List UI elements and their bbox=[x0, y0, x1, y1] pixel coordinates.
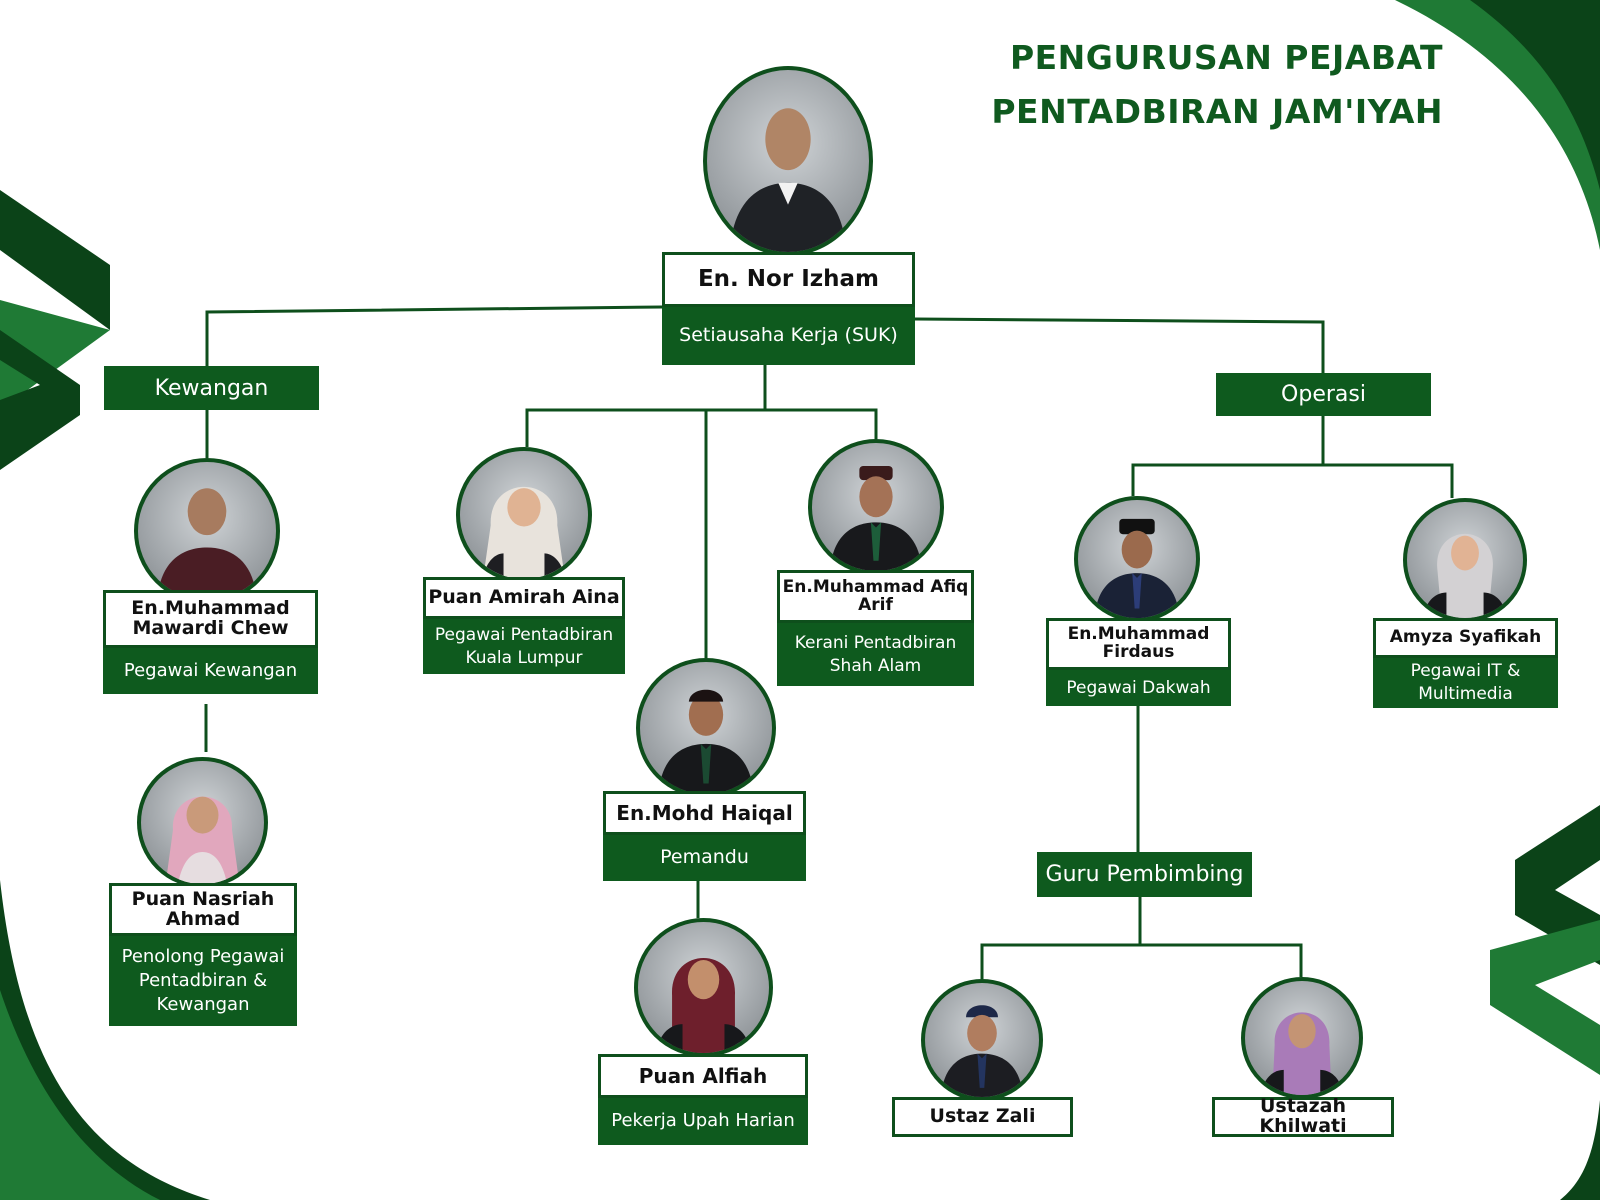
page-title-line-2: PENTADBIRAN JAM'IYAH bbox=[991, 92, 1443, 131]
name-khilwati: Ustazah Khilwati bbox=[1212, 1096, 1394, 1137]
person-photo-nasriah bbox=[137, 757, 268, 888]
name-amyza: Amyza Syafikah bbox=[1373, 618, 1558, 658]
person-photo-nor-izham bbox=[703, 66, 873, 256]
person-photo-haiqal bbox=[636, 658, 776, 798]
person-photo-zali bbox=[921, 979, 1043, 1101]
name-zali: Ustaz Zali bbox=[892, 1097, 1073, 1137]
role-mawardi: Pegawai Kewangan bbox=[103, 648, 318, 694]
role-amirah: Pegawai Pentadbiran Kuala Lumpur bbox=[423, 619, 625, 674]
name-mawardi: En.Muhammad Mawardi Chew bbox=[103, 590, 318, 648]
name-alfiah: Puan Alfiah bbox=[598, 1054, 808, 1098]
role-haiqal: Pemandu bbox=[603, 835, 806, 881]
person-photo-afiq bbox=[808, 439, 944, 575]
role-amyza: Pegawai IT & Multimedia bbox=[1373, 658, 1558, 708]
role-afiq: Kerani Pentadbiran Shah Alam bbox=[777, 623, 974, 686]
name-amirah: Puan Amirah Aina bbox=[423, 577, 625, 619]
department-kewangan: Kewangan bbox=[104, 366, 319, 410]
person-photo-alfiah bbox=[634, 918, 773, 1057]
name-firdaus: En.Muhammad Firdaus bbox=[1046, 618, 1231, 670]
page-title-line-1: PENGURUSAN PEJABAT bbox=[1009, 38, 1443, 77]
name-nor-izham: En. Nor Izham bbox=[662, 252, 915, 307]
person-photo-khilwati bbox=[1241, 977, 1363, 1099]
role-nasriah: Penolong Pegawai Pentadbiran & Kewangan bbox=[109, 936, 297, 1026]
role-alfiah: Pekerja Upah Harian bbox=[598, 1098, 808, 1145]
name-haiqal: En.Mohd Haiqal bbox=[603, 791, 806, 835]
name-nasriah: Puan Nasriah Ahmad bbox=[109, 883, 297, 936]
person-photo-firdaus bbox=[1074, 496, 1200, 622]
department-operasi: Operasi bbox=[1216, 373, 1431, 416]
name-afiq: En.Muhammad Afiq Arif bbox=[777, 570, 974, 623]
role-nor-izham: Setiausaha Kerja (SUK) bbox=[662, 307, 915, 365]
role-firdaus: Pegawai Dakwah bbox=[1046, 670, 1231, 706]
person-photo-amyza bbox=[1403, 498, 1527, 622]
person-photo-mawardi bbox=[134, 458, 280, 604]
person-photo-amirah bbox=[456, 447, 592, 583]
department-guru-pembimbing: Guru Pembimbing bbox=[1037, 852, 1252, 897]
